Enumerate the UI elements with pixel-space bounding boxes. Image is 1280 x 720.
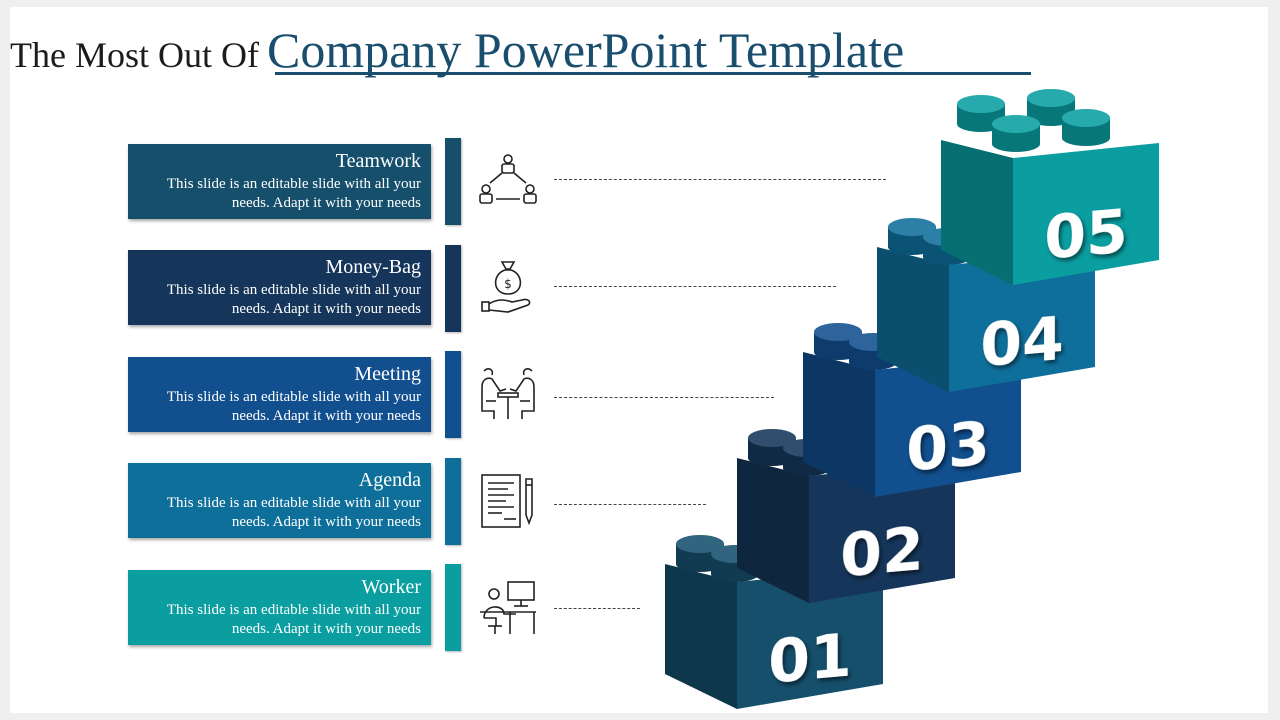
meeting-icon <box>481 368 535 419</box>
connector-line <box>554 504 706 505</box>
item-heading: Money-Bag <box>325 256 421 278</box>
item-box-money-bag: Money-Bag This slide is an editable slid… <box>128 250 431 325</box>
brick-number: 04 <box>980 304 1063 381</box>
money-bag-icon: $ <box>481 261 531 313</box>
connector-line <box>554 397 774 398</box>
title-main: Company PowerPoint Template <box>266 22 905 78</box>
item-box-agenda: Agenda This slide is an editable slide w… <box>128 463 431 538</box>
brick-05: 05 <box>941 89 1159 285</box>
item-accent-bar <box>445 351 461 438</box>
slide-title: The Most Out Of Company PowerPoint Templ… <box>10 21 904 79</box>
connector-line <box>554 286 836 287</box>
item-accent-bar <box>445 138 461 225</box>
item-heading: Agenda <box>358 469 421 491</box>
brick-number: 02 <box>840 514 923 591</box>
item-description: This slide is an editable slide with all… <box>166 602 421 637</box>
item-heading: Worker <box>361 576 421 598</box>
item-box-teamwork: Teamwork This slide is an editable slide… <box>128 144 431 219</box>
title-underline <box>275 72 1031 75</box>
title-lead: The Most Out Of <box>10 35 259 75</box>
item-description: This slide is an editable slide with all… <box>166 389 421 424</box>
item-heading: Teamwork <box>335 150 421 172</box>
item-accent-bar <box>445 458 461 545</box>
brick-staircase: 01 02 03 04 05 <box>665 89 1159 709</box>
item-box-worker: Worker This slide is an editable slide w… <box>128 570 431 645</box>
brick-number: 01 <box>768 620 851 697</box>
agenda-icon <box>481 474 533 528</box>
connector-line <box>554 608 640 609</box>
item-heading: Meeting <box>354 363 421 385</box>
svg-text:$: $ <box>504 277 512 291</box>
brick-01: 01 <box>665 535 883 709</box>
item-description: This slide is an editable slide with all… <box>166 495 421 530</box>
item-box-meeting: Meeting This slide is an editable slide … <box>128 357 431 432</box>
brick-number: 05 <box>1044 196 1127 273</box>
connector-line <box>554 179 886 180</box>
item-accent-bar <box>445 564 461 651</box>
brick-03: 03 <box>803 323 1021 497</box>
item-description: This slide is an editable slide with all… <box>166 176 421 211</box>
item-accent-bar <box>445 245 461 332</box>
brick-04: 04 <box>877 218 1095 392</box>
teamwork-icon <box>479 154 537 204</box>
brick-number: 03 <box>906 408 989 485</box>
slide: The Most Out Of Company PowerPoint Templ… <box>10 7 1268 713</box>
item-description: This slide is an editable slide with all… <box>166 282 421 317</box>
worker-icon <box>480 581 536 634</box>
